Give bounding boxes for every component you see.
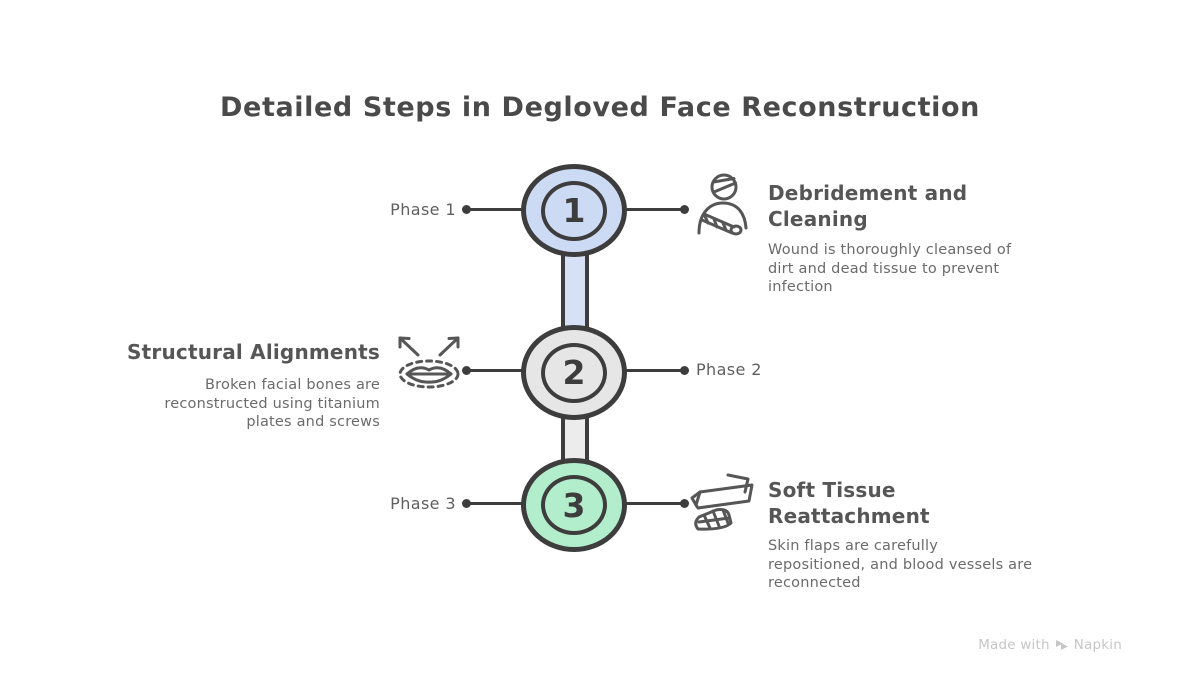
- node2-left-line: [467, 369, 525, 372]
- node3-right-dot: [680, 499, 689, 508]
- step-circle-1-inner: 1: [541, 180, 607, 241]
- step-number-1: 1: [562, 191, 586, 230]
- napkin-logo-icon: [1055, 639, 1069, 652]
- step-circle-2: 2: [521, 325, 627, 420]
- watermark-brand: Napkin: [1073, 637, 1122, 653]
- step2-heading: Structural Alignments: [127, 340, 380, 364]
- node1-right-line: [626, 208, 684, 211]
- node2-right-line: [626, 369, 684, 372]
- spine-connector-1: [561, 250, 589, 332]
- step-circle-1: 1: [521, 164, 627, 257]
- phase-label-3: Phase 3: [390, 494, 456, 513]
- node1-left-dot: [462, 205, 471, 214]
- step-circle-3-inner: 3: [541, 475, 607, 535]
- step-number-3: 3: [562, 485, 586, 525]
- watermark: Made with Napkin: [978, 637, 1122, 653]
- phase-label-1: Phase 1: [390, 200, 456, 219]
- face-alignment-icon: [390, 330, 472, 398]
- step3-heading: Soft Tissue Reattachment: [768, 478, 930, 528]
- injured-person-icon: [694, 172, 750, 240]
- step1-description: Wound is thoroughly cleansed of dirt and…: [768, 242, 1012, 296]
- watermark-prefix: Made with: [978, 637, 1050, 653]
- node2-right-dot: [680, 366, 689, 375]
- node3-left-dot: [462, 499, 471, 508]
- step2-description: Broken facial bones are reconstructed us…: [164, 377, 380, 431]
- phase-label-2: Phase 2: [696, 360, 762, 379]
- node1-right-dot: [680, 205, 689, 214]
- page-title: Detailed Steps in Degloved Face Reconstr…: [220, 92, 980, 123]
- node3-left-line: [467, 502, 525, 505]
- step-circle-2-inner: 2: [541, 342, 607, 403]
- bandage-icon: [690, 470, 756, 538]
- step1-heading: Debridement and Cleaning: [768, 181, 968, 231]
- step3-description: Skin flaps are carefully repositioned, a…: [768, 538, 1033, 592]
- node1-left-line: [467, 208, 525, 211]
- step-number-2: 2: [562, 353, 586, 392]
- step-circle-3: 3: [521, 458, 627, 552]
- node3-right-line: [626, 502, 684, 505]
- node2-left-dot: [462, 366, 471, 375]
